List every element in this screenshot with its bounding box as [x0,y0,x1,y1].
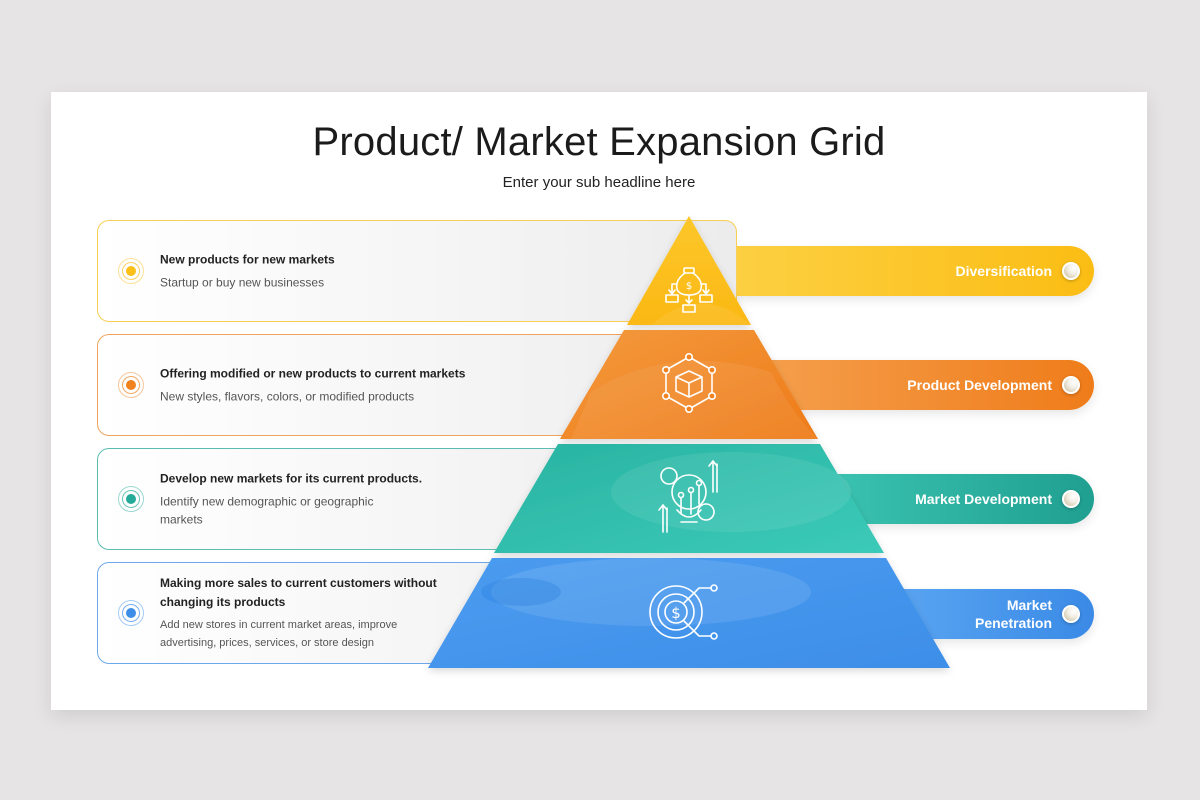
knob-icon [1062,376,1080,394]
bullet-icon [118,372,144,398]
card-description: Startup or buy new businesses [160,275,325,290]
card-description: New styles, flavors, colors, or modified… [160,389,415,404]
strategy-bar-diversification[interactable]: Diversification [671,246,1094,296]
knob-icon [1062,262,1080,280]
bullet-icon [118,486,144,512]
card-heading: New products for new markets [160,252,335,267]
bullet-icon [118,600,144,626]
card-diversification[interactable]: New products for new markets Startup or … [97,220,737,322]
bullet-icon [118,258,144,284]
slide: Product/ Market Expansion Grid Enter you… [51,92,1147,710]
card-heading: Offering modified or new products to cur… [160,366,466,381]
slide-title: Product/ Market Expansion Grid [312,120,886,164]
card-description: Add new stores in current market areas, … [160,619,398,649]
strategy-label: Diversification [955,263,1052,279]
strategy-bar-product-development[interactable]: Product Development [751,360,1094,410]
card-description: Identify new demographic or geographic m… [160,494,374,527]
strategy-label: Market Penetration [975,596,1052,632]
strategy-bar-market-development[interactable]: Market Development [821,474,1094,524]
pyramid: $ [51,92,1147,710]
knob-icon [1062,605,1080,623]
pyramid-tier-market-development[interactable] [494,444,884,553]
knob-icon [1062,490,1080,508]
strategy-label-line2: Penetration [974,615,1052,631]
card-heading: Making more sales to current customers w… [160,576,437,609]
card-heading: Develop new markets for its current prod… [160,471,423,486]
strategy-label: Market Development [915,491,1052,507]
strategy-label: Product Development [907,377,1052,393]
slide-subtitle: Enter your sub headline here [502,174,696,191]
pyramid-tier-market-penetration[interactable] [428,558,950,668]
strategy-label-line1: Market [1006,597,1052,613]
